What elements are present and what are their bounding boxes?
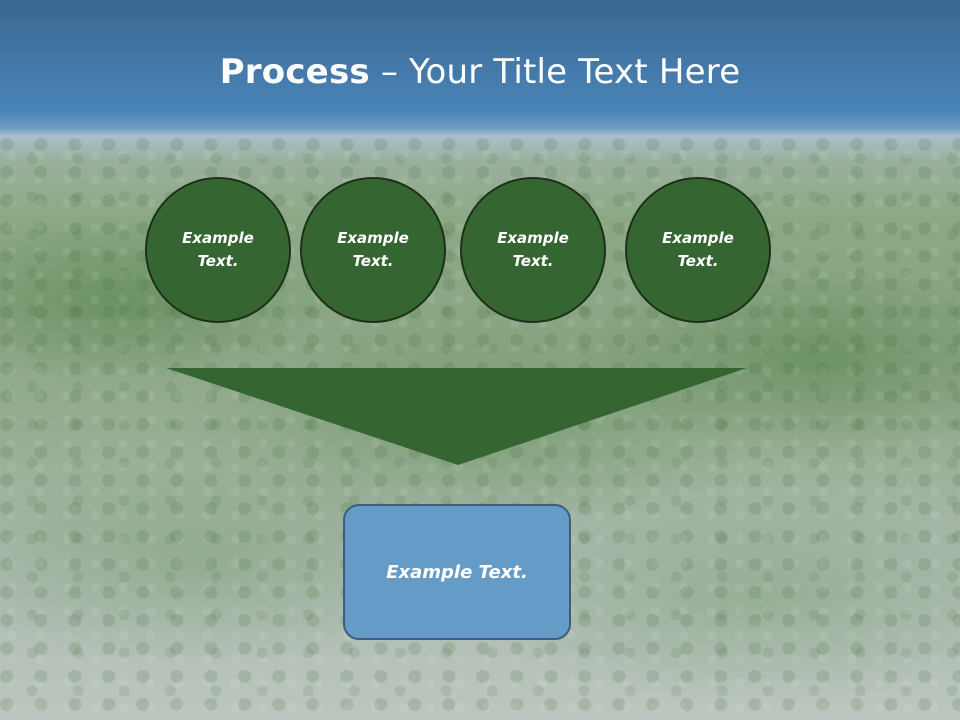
step-circle-2: Example Text.	[300, 177, 446, 323]
result-box: Example Text.	[343, 504, 571, 640]
slide-title: Process – Your Title Text Here	[0, 52, 960, 92]
title-bold-part: Process	[219, 52, 370, 92]
step-circle-text: Example Text.	[182, 229, 254, 270]
step-circle-4: Example Text.	[625, 177, 771, 323]
step-circle-text: Example Text.	[662, 229, 734, 270]
step-circle-text: Example Text.	[497, 229, 569, 270]
step-circle-text: Example Text.	[337, 229, 409, 270]
step-circle-1: Example Text.	[145, 177, 291, 323]
title-rest-part: – Your Title Text Here	[369, 52, 741, 92]
step-circle-3: Example Text.	[460, 177, 606, 323]
result-box-text: Example Text.	[386, 561, 528, 583]
